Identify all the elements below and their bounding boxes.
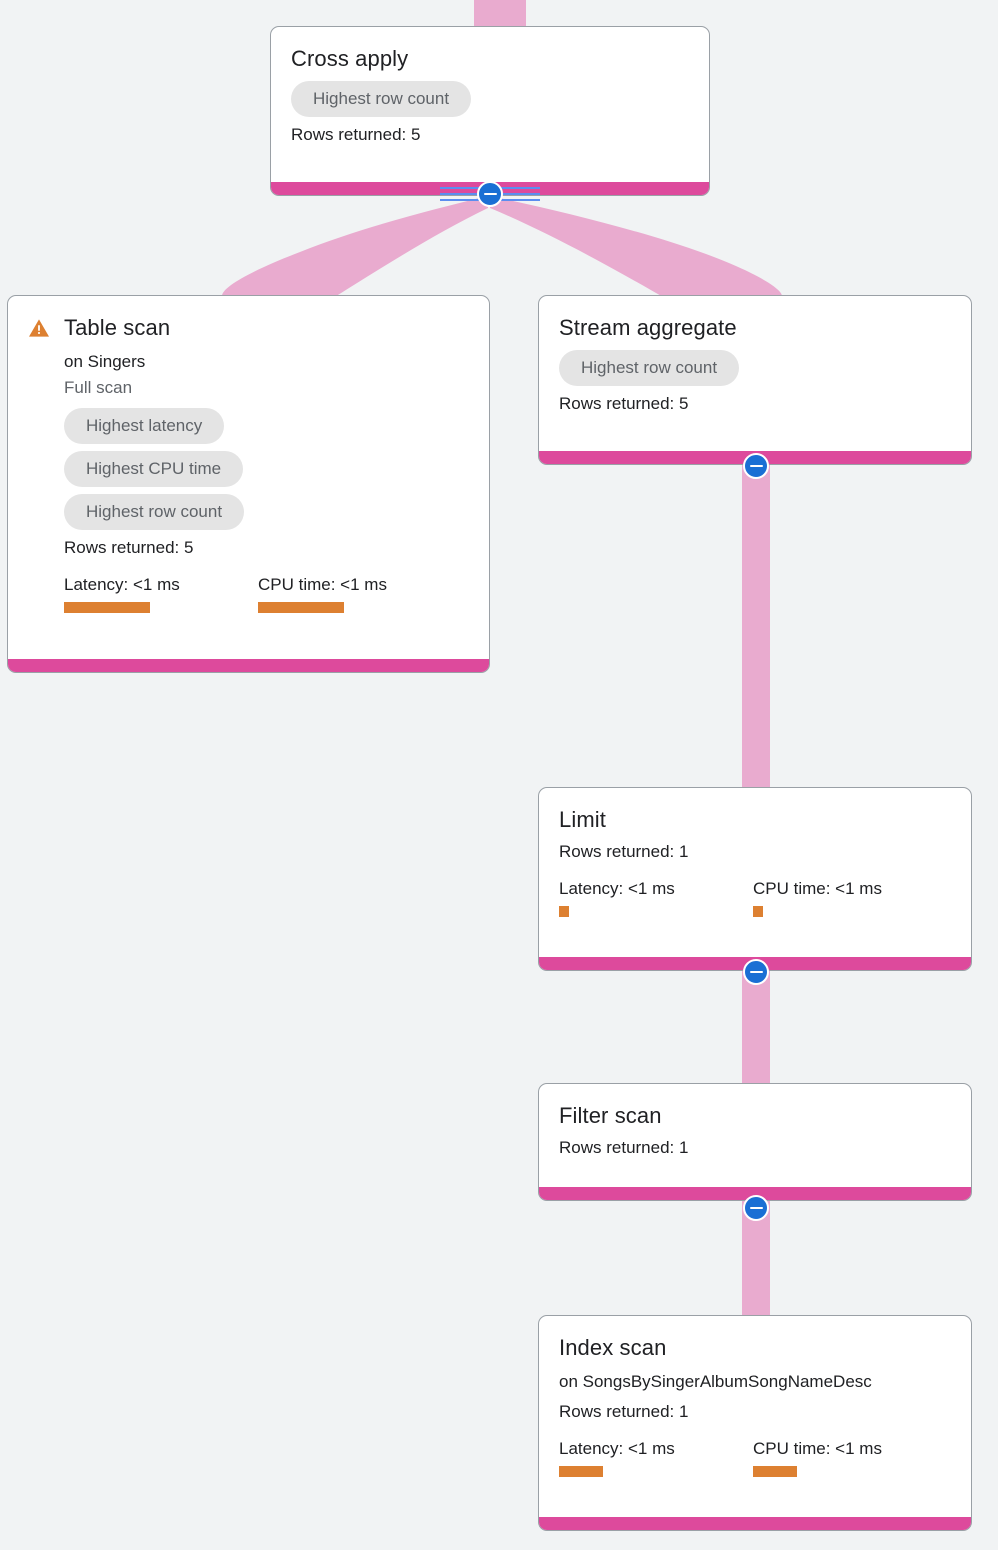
node-index-scan[interactable]: Index scan on SongsBySingerAlbumSongName… bbox=[538, 1315, 972, 1531]
collapse-toggle-stream-aggregate[interactable] bbox=[743, 453, 769, 479]
metrics-row: Latency: <1 ms CPU time: <1 ms bbox=[64, 574, 469, 613]
metric-cpu-time-label: CPU time: <1 ms bbox=[258, 575, 387, 594]
title-row: Stream aggregate bbox=[559, 314, 951, 342]
edge-stream-aggregate-to-limit bbox=[742, 462, 770, 788]
chip-list: Highest row count bbox=[291, 81, 689, 117]
metric-cpu-time: CPU time: <1 ms bbox=[753, 878, 882, 917]
node-cross-apply[interactable]: Cross apply Highest row count Rows retur… bbox=[270, 26, 710, 196]
chip-list: Highest row count bbox=[559, 350, 951, 386]
rows-returned: Rows returned: 1 bbox=[559, 1402, 689, 1421]
node-body: Table scan on Singers Full scan Highest … bbox=[8, 296, 489, 659]
node-title: Index scan bbox=[559, 1335, 667, 1360]
node-title: Filter scan bbox=[559, 1103, 662, 1128]
rows-returned: Rows returned: 5 bbox=[291, 125, 421, 144]
scan-target: on SongsBySingerAlbumSongNameDesc bbox=[559, 1372, 872, 1391]
node-stream-aggregate[interactable]: Stream aggregate Highest row count Rows … bbox=[538, 295, 972, 465]
metric-latency-label: Latency: <1 ms bbox=[559, 1439, 675, 1458]
metric-cpu-time-label: CPU time: <1 ms bbox=[753, 1439, 882, 1458]
metric-latency: Latency: <1 ms bbox=[64, 574, 258, 613]
node-table-scan[interactable]: Table scan on Singers Full scan Highest … bbox=[7, 295, 490, 673]
metric-cpu-time-bar bbox=[753, 1466, 797, 1477]
rows-returned: Rows returned: 1 bbox=[559, 1138, 689, 1157]
scan-type: Full scan bbox=[64, 378, 133, 397]
title-row: Limit bbox=[559, 806, 951, 834]
node-details: on Singers Full scan Highest latency Hig… bbox=[28, 350, 469, 613]
metric-cpu-time-label: CPU time: <1 ms bbox=[753, 879, 882, 898]
title-row: Index scan bbox=[559, 1334, 951, 1362]
chip-highest-row-count: Highest row count bbox=[291, 81, 472, 117]
node-limit[interactable]: Limit Rows returned: 1 Latency: <1 ms CP… bbox=[538, 787, 972, 971]
node-body: Filter scan Rows returned: 1 bbox=[539, 1084, 971, 1187]
collapse-toggle-limit[interactable] bbox=[743, 959, 769, 985]
node-body: Cross apply Highest row count Rows retur… bbox=[271, 27, 709, 182]
chip-highest-row-count: Highest row count bbox=[559, 350, 740, 386]
edge-limit-to-filter-scan bbox=[742, 968, 770, 1084]
chip-list: Highest latency Highest CPU time Highest… bbox=[64, 408, 469, 530]
node-body: Limit Rows returned: 1 Latency: <1 ms CP… bbox=[539, 788, 971, 957]
scan-target: on Singers bbox=[64, 352, 146, 371]
node-body: Stream aggregate Highest row count Rows … bbox=[539, 296, 971, 451]
metric-latency-label: Latency: <1 ms bbox=[559, 879, 675, 898]
rows-returned: Rows returned: 1 bbox=[559, 842, 689, 861]
metric-cpu-time-bar bbox=[258, 602, 344, 613]
metrics-row: Latency: <1 ms CPU time: <1 ms bbox=[559, 1438, 951, 1477]
metric-latency-bar bbox=[64, 602, 150, 613]
metrics-row: Latency: <1 ms CPU time: <1 ms bbox=[559, 878, 951, 917]
metric-latency-label: Latency: <1 ms bbox=[64, 575, 180, 594]
node-body: Index scan on SongsBySingerAlbumSongName… bbox=[539, 1316, 971, 1517]
node-footer-bar bbox=[539, 1517, 971, 1530]
node-title: Cross apply bbox=[291, 46, 409, 71]
title-row: Filter scan bbox=[559, 1102, 951, 1130]
chip-highest-cpu-time: Highest CPU time bbox=[64, 451, 244, 487]
metric-cpu-time: CPU time: <1 ms bbox=[753, 1438, 882, 1477]
metric-latency-bar bbox=[559, 1466, 603, 1477]
chip-highest-latency: Highest latency bbox=[64, 408, 225, 444]
edge-cross-apply-to-stream-aggregate bbox=[490, 196, 782, 300]
title-row: Table scan bbox=[28, 314, 469, 342]
metric-latency-bar bbox=[559, 906, 569, 917]
metric-cpu-time-bar bbox=[753, 906, 763, 917]
collapse-toggle-filter-scan[interactable] bbox=[743, 1195, 769, 1221]
node-footer-bar bbox=[8, 659, 489, 672]
rows-returned: Rows returned: 5 bbox=[64, 538, 194, 557]
warning-triangle-icon bbox=[29, 319, 49, 337]
node-title: Stream aggregate bbox=[559, 315, 737, 340]
metric-cpu-time: CPU time: <1 ms bbox=[258, 574, 387, 613]
title-row: Cross apply bbox=[291, 45, 689, 73]
chip-highest-row-count: Highest row count bbox=[64, 494, 245, 530]
node-filter-scan[interactable]: Filter scan Rows returned: 1 bbox=[538, 1083, 972, 1201]
node-title: Limit bbox=[559, 807, 606, 832]
node-footer-bar bbox=[539, 1187, 971, 1200]
metric-latency: Latency: <1 ms bbox=[559, 1438, 753, 1477]
node-title: Table scan bbox=[64, 315, 171, 340]
rows-returned: Rows returned: 5 bbox=[559, 394, 689, 413]
metric-latency: Latency: <1 ms bbox=[559, 878, 753, 917]
edge-cross-apply-to-table-scan bbox=[222, 196, 488, 300]
collapse-toggle-cross-apply[interactable] bbox=[477, 181, 503, 207]
